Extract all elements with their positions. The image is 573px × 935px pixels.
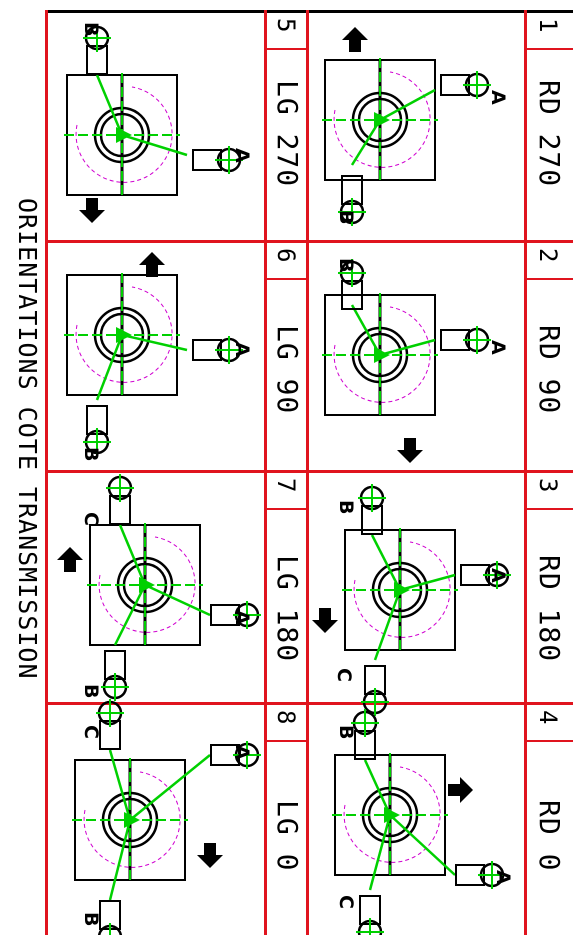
port-label-4-c: C [335, 895, 357, 909]
num-box-rule-left [264, 48, 308, 50]
port-label-2-a: A [487, 340, 509, 355]
port-label-2-b: B [335, 258, 357, 272]
num-box-rule-right-2 [524, 278, 573, 280]
num-box-rule-right-3 [524, 508, 573, 510]
port-label-4-b: B [335, 725, 357, 739]
port-label-1-b: B [335, 210, 357, 224]
port-label-6-a: A [231, 342, 253, 357]
diagram-lg-90 [62, 252, 245, 458]
port-label-7-a: A [231, 610, 253, 625]
port-label-4-a: A [492, 870, 514, 885]
num-box-rule-right-4 [524, 740, 573, 742]
grid-row-3 [45, 702, 573, 705]
port-label-8-a: A [231, 745, 253, 760]
port-label-7-b: B [80, 684, 102, 698]
port-label-5-b: B [80, 22, 102, 36]
port-label-8-c: C [80, 725, 102, 739]
port-label-7-c: C [80, 512, 102, 526]
diagram-lg-0 [70, 697, 263, 935]
num-box-rule-left-2 [264, 278, 308, 280]
num-box-rule-left-3 [264, 508, 308, 510]
diagram-rd-180 [312, 482, 513, 718]
port-label-5-a: A [231, 148, 253, 163]
num-box-rule-right [524, 48, 573, 50]
diagram-rd-90 [320, 257, 493, 463]
diagram-rd-0 [330, 707, 508, 935]
port-label-8-b: B [80, 912, 102, 926]
port-label-3-a: A [487, 568, 509, 583]
diagram-lg-270 [62, 22, 245, 223]
port-label-3-c: C [333, 668, 355, 682]
grid-top-border [45, 10, 573, 13]
grid-row-1 [45, 240, 573, 243]
num-box-rule-left-4 [264, 740, 308, 742]
port-label-6-b: B [80, 447, 102, 461]
diagram-lg-180 [57, 472, 263, 703]
port-label-1-a: A [487, 90, 509, 105]
port-label-3-b: B [335, 500, 357, 514]
diagram-rd-270 [320, 27, 493, 228]
grid-row-2 [45, 470, 573, 473]
